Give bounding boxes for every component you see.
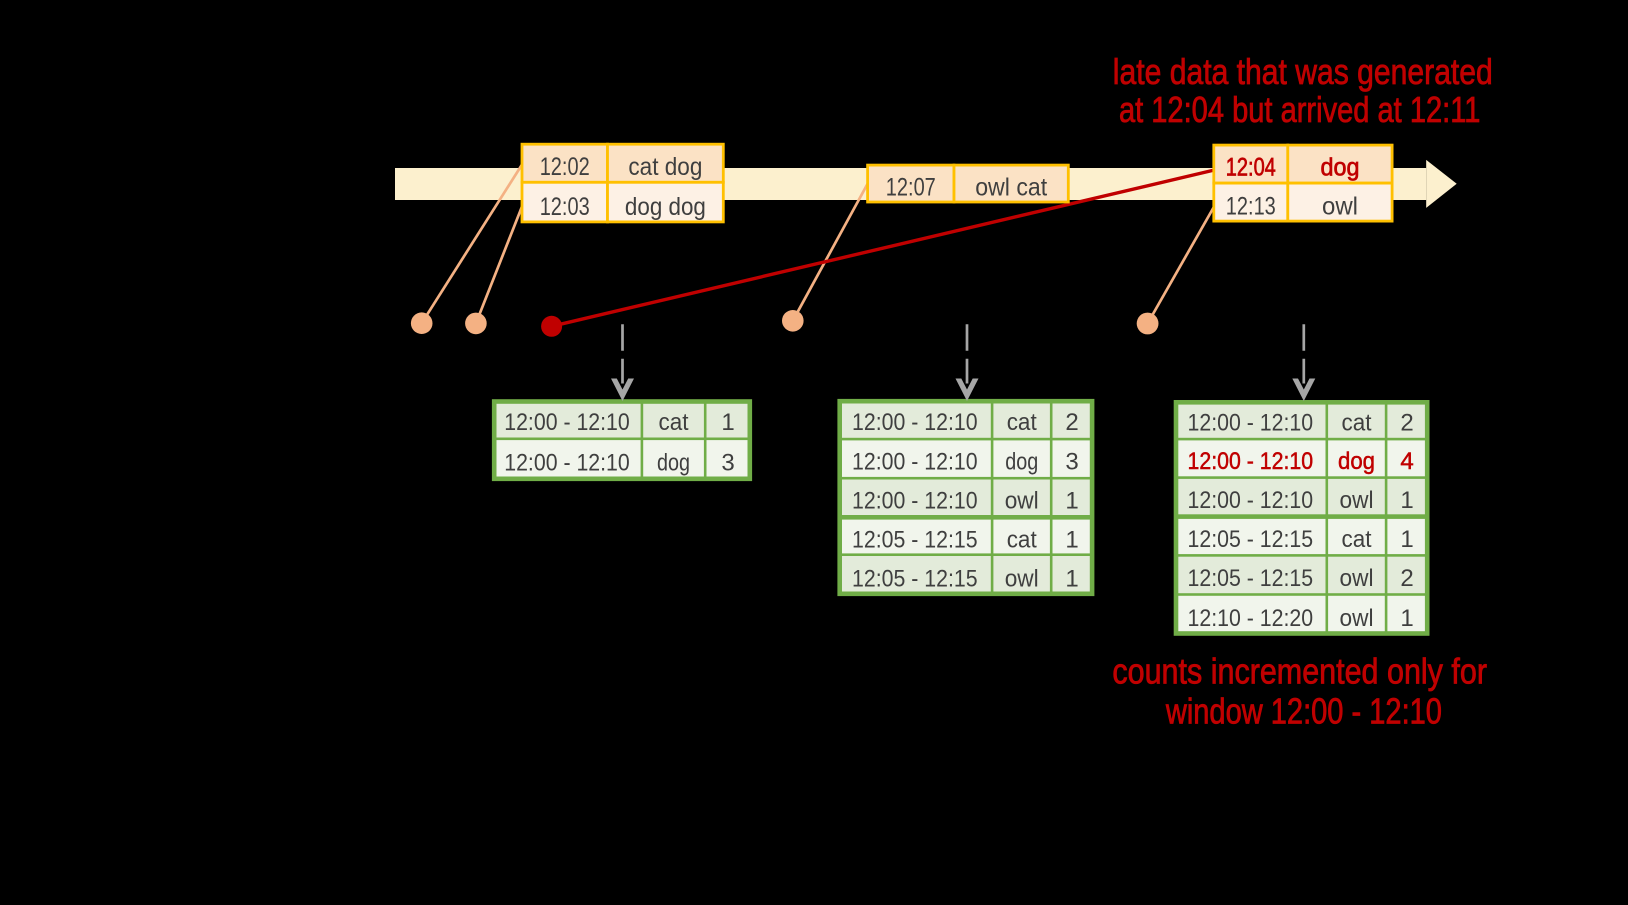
svg-text:12:05 - 12:15: 12:05 - 12:15	[852, 526, 978, 553]
svg-text:dog: dog	[1338, 448, 1375, 475]
svg-text:dog: dog	[1321, 153, 1360, 181]
svg-text:owl: owl	[1005, 488, 1039, 515]
svg-text:cat: cat	[1342, 410, 1372, 437]
svg-text:12:00 - 12:10: 12:00 - 12:10	[852, 409, 978, 436]
svg-text:12:07: 12:07	[886, 174, 936, 202]
svg-text:12:00 - 12:10: 12:00 - 12:10	[1188, 487, 1314, 514]
svg-text:late data that was generated: late data that was generated	[1113, 51, 1493, 92]
svg-text:12:00 - 12:10: 12:00 - 12:10	[852, 449, 978, 476]
svg-text:owl: owl	[1340, 487, 1374, 514]
svg-text:12:00 - 12:10: 12:00 - 12:10	[504, 450, 630, 477]
svg-text:1: 1	[1065, 526, 1078, 553]
svg-text:12:05 - 12:15: 12:05 - 12:15	[1188, 526, 1314, 553]
svg-text:cat dog: cat dog	[628, 153, 702, 181]
svg-text:owl: owl	[1340, 565, 1374, 592]
svg-text:1: 1	[721, 409, 734, 436]
svg-text:window 12:00 - 12:10: window 12:00 - 12:10	[1165, 691, 1442, 732]
svg-text:cat: cat	[659, 409, 689, 436]
svg-text:12:00 - 12:10: 12:00 - 12:10	[1188, 410, 1314, 437]
svg-text:counts incremented only for: counts incremented only for	[1112, 651, 1487, 692]
svg-text:cat: cat	[1342, 526, 1372, 553]
svg-text:owl: owl	[1340, 605, 1374, 632]
svg-text:12:02: 12:02	[540, 153, 590, 181]
svg-text:12:00 - 12:10: 12:00 - 12:10	[504, 409, 630, 436]
svg-text:12:05 - 12:15: 12:05 - 12:15	[852, 566, 978, 593]
svg-text:3: 3	[721, 450, 734, 477]
svg-text:1: 1	[1065, 488, 1078, 515]
svg-text:2: 2	[1065, 409, 1078, 436]
svg-text:1: 1	[1400, 605, 1413, 632]
svg-text:12:04: 12:04	[1226, 153, 1276, 181]
svg-text:2: 2	[1400, 410, 1413, 437]
svg-text:owl: owl	[1005, 566, 1039, 593]
svg-text:dog dog: dog dog	[625, 193, 706, 221]
svg-text:3: 3	[1065, 449, 1078, 476]
svg-text:owl: owl	[1322, 193, 1358, 221]
svg-text:2: 2	[1400, 565, 1413, 592]
svg-text:12:05 - 12:15: 12:05 - 12:15	[1188, 565, 1314, 592]
svg-text:12:00 - 12:10: 12:00 - 12:10	[1188, 448, 1314, 475]
svg-text:1: 1	[1400, 487, 1413, 514]
svg-text:cat: cat	[1007, 526, 1037, 553]
svg-text:dog: dog	[1005, 449, 1038, 476]
svg-text:4: 4	[1400, 448, 1413, 475]
svg-text:dog: dog	[657, 450, 690, 477]
svg-text:12:10 - 12:20: 12:10 - 12:20	[1188, 605, 1314, 632]
svg-text:1: 1	[1065, 566, 1078, 593]
svg-text:at 12:04 but arrived at 12:11: at 12:04 but arrived at 12:11	[1119, 89, 1481, 130]
svg-text:1: 1	[1400, 526, 1413, 553]
svg-text:12:13: 12:13	[1226, 193, 1276, 221]
svg-text:12:03: 12:03	[540, 193, 590, 221]
svg-text:cat: cat	[1007, 409, 1037, 436]
svg-text:12:00 - 12:10: 12:00 - 12:10	[852, 488, 978, 515]
svg-text:owl cat: owl cat	[975, 174, 1047, 202]
